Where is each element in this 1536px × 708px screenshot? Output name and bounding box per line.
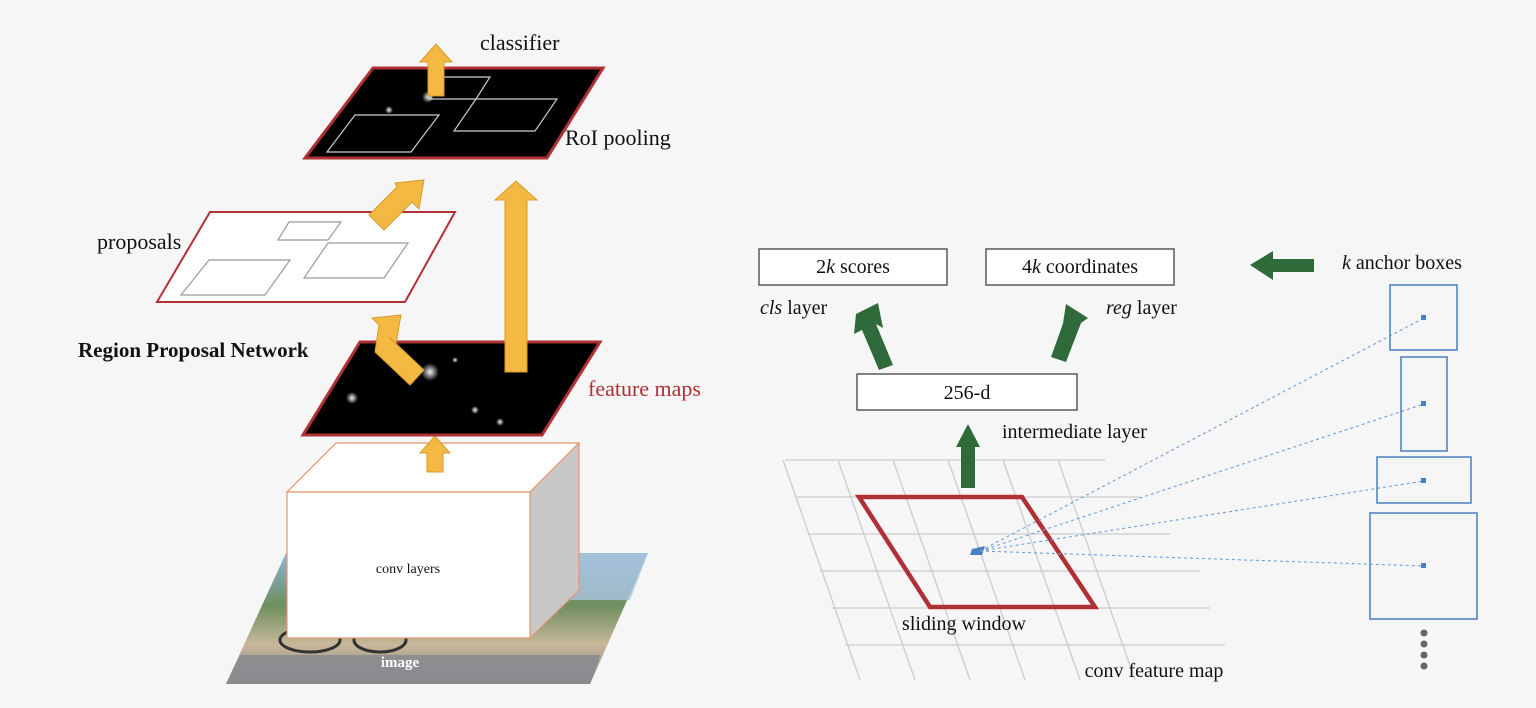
intermediate-box-text: 256-d [944, 382, 991, 404]
anchor-boxes [1369, 284, 1478, 620]
feature-maps-label: feature maps [588, 376, 701, 401]
arrow-feature-maps-to-roi [493, 180, 539, 373]
anchor-connector-lines [979, 317, 1425, 567]
sliding-window-label: sliding window [902, 613, 1026, 635]
arrow-to-classifier [418, 43, 454, 97]
roi-pooling-label: RoI pooling [565, 125, 671, 150]
anchor-centers [1421, 315, 1426, 568]
anchor-box-1 [1389, 284, 1458, 351]
conv-layers-box: conv layers [285, 441, 581, 640]
conv-layers-label: conv layers [376, 562, 440, 577]
image-label: image [381, 655, 420, 671]
roi-pooling-plane [301, 66, 606, 160]
coordinates-box [985, 248, 1175, 286]
sliding-window [854, 494, 1100, 610]
conv-feature-map-label: conv feature map [1085, 660, 1224, 682]
anchor-box-3 [1376, 456, 1472, 504]
arrow-rpn [370, 314, 425, 386]
left-panel: image conv layers feature maps [78, 30, 701, 684]
arrow-anchors-to-coordinates [1250, 251, 1314, 280]
anchor-box-2 [1400, 356, 1448, 452]
intermediate-box [856, 373, 1078, 411]
coordinates-text: 4k coordinates [1022, 256, 1138, 278]
rpn-label: Region Proposal Network [78, 338, 309, 362]
reg-layer-label: reg layer [1106, 297, 1177, 319]
sliding-window-center [970, 546, 985, 555]
anchor-boxes-label: k anchor boxes [1342, 252, 1462, 274]
scores-box [758, 248, 948, 286]
feature-maps-plane [300, 340, 603, 437]
conv-feature-map-grid [782, 459, 1225, 681]
more-anchors-ellipsis [1420, 629, 1428, 670]
classifier-label: classifier [480, 30, 560, 55]
arrow-to-cls [854, 303, 893, 370]
cls-layer-label: cls layer [760, 297, 828, 319]
proposals-plane [155, 211, 457, 303]
arrow-proposals-to-roi [368, 179, 425, 231]
anchor-box-4 [1369, 512, 1478, 620]
scores-text: 2k scores [816, 256, 890, 278]
intermediate-layer-label: intermediate layer [1002, 421, 1147, 443]
arrow-conv-to-feature-maps [418, 435, 452, 473]
proposals-label: proposals [97, 229, 181, 254]
right-panel: sliding window conv feature map 256-d in… [758, 248, 1478, 682]
arrow-to-intermediate [956, 424, 980, 488]
arrow-to-reg [1051, 304, 1088, 362]
